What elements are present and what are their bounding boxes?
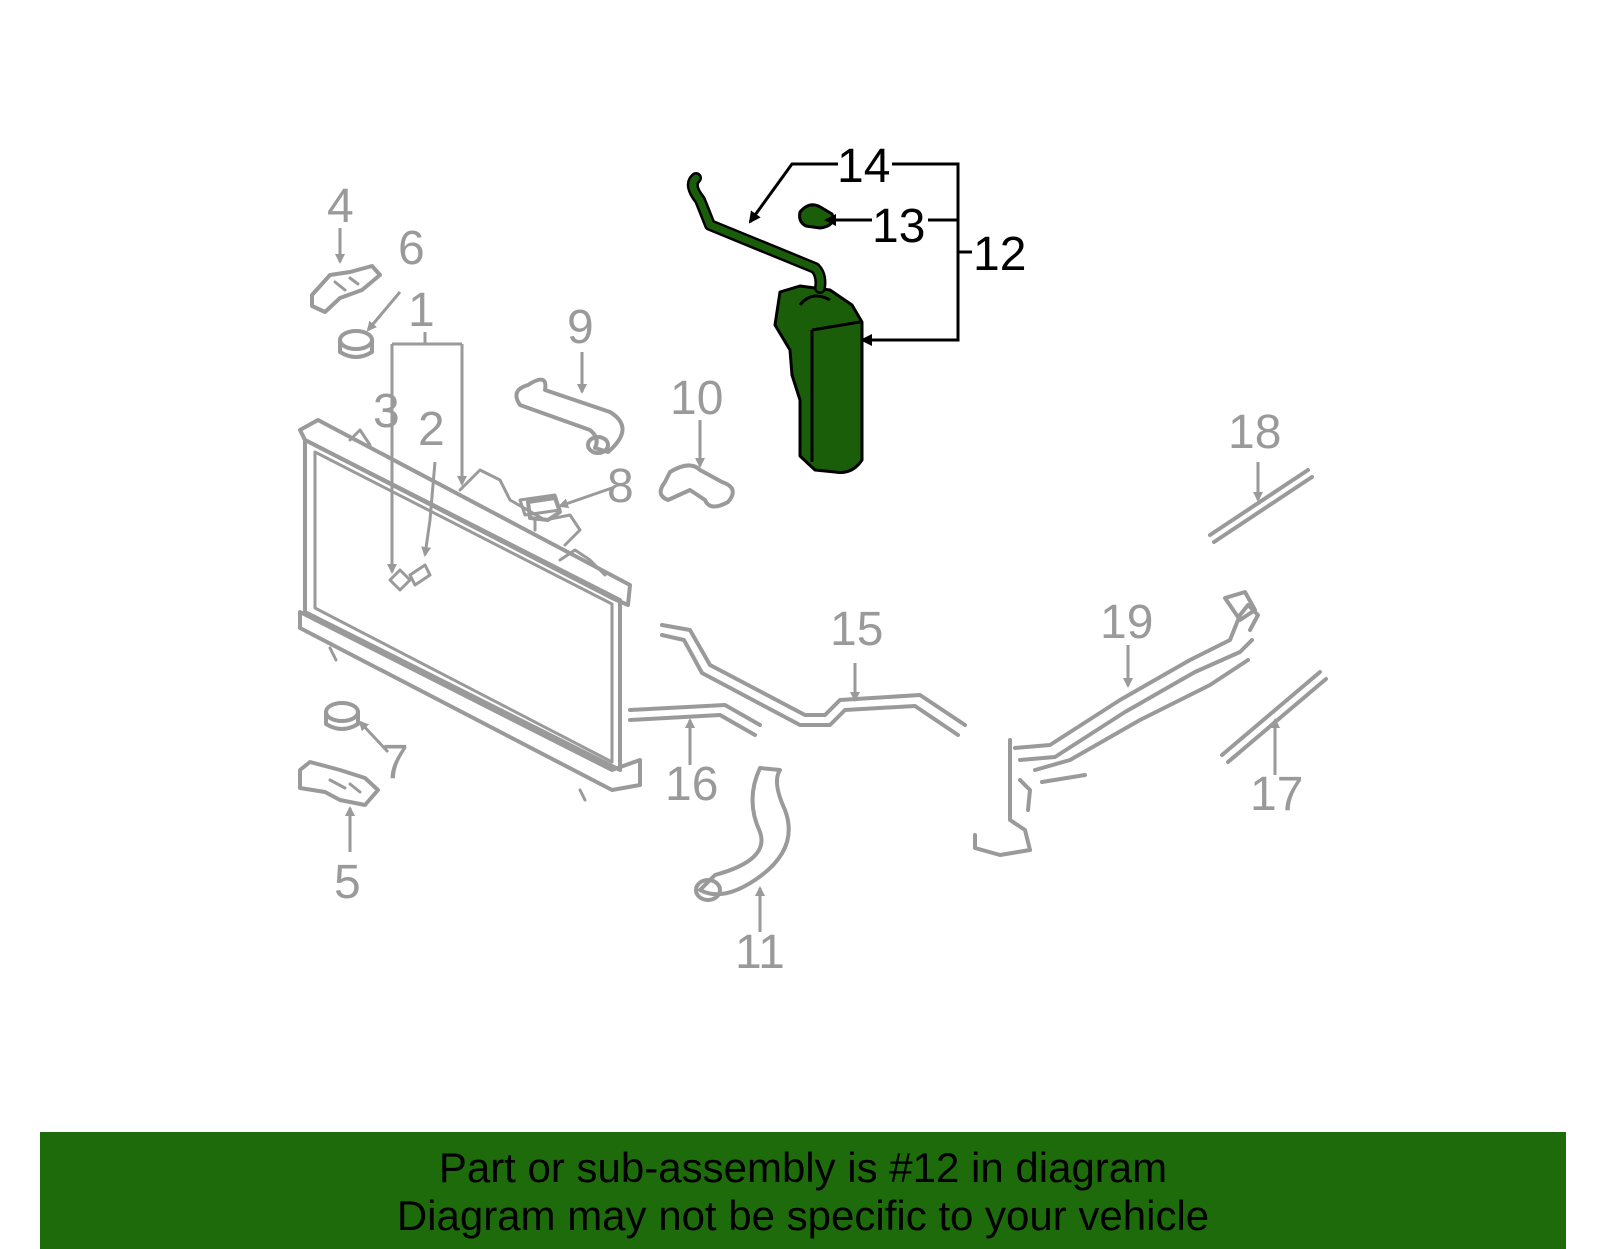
part-4-bracket: [310, 264, 382, 314]
callout-19: 19: [1100, 596, 1153, 649]
callout-17: 17: [1250, 768, 1303, 821]
part-18-tube: [1208, 468, 1314, 544]
callout-7: 7: [382, 736, 409, 789]
part-9-hose: [514, 377, 625, 455]
banner-line-1: Part or sub-assembly is #12 in diagram: [438, 1144, 1168, 1191]
part-15-pipe: [660, 623, 967, 737]
callout-11: 11: [735, 926, 785, 979]
callout-16: 16: [665, 758, 718, 811]
part-10-hose: [658, 463, 735, 509]
callout-13: 13: [872, 200, 925, 253]
callout-15: 15: [830, 603, 883, 656]
part-16-pipe: [628, 703, 762, 737]
callout-14: 14: [837, 140, 890, 193]
info-banner: Part or sub-assembly is #12 in diagram D…: [40, 1132, 1566, 1249]
part-8-cap: [526, 496, 562, 532]
part-11-hose: [694, 766, 791, 902]
callout-3: 3: [373, 385, 400, 438]
callout-6: 6: [398, 222, 425, 275]
part-7-bushing: [324, 701, 360, 731]
part-5-bracket: [298, 760, 380, 807]
part-12-reservoir-tank: [773, 284, 864, 474]
callout-12: 12: [973, 228, 1026, 281]
banner-line-2: Diagram may not be specific to your vehi…: [396, 1192, 1210, 1239]
callout-labels: 4 6 1 3 2 9 8 10 15 16 11 19 18 17 7 5 1…: [327, 140, 1303, 979]
black-leaders: [748, 162, 972, 346]
callout-4: 4: [327, 180, 354, 233]
part-6-bushing: [338, 329, 374, 359]
part-13-cap: [798, 203, 835, 230]
callout-10: 10: [670, 372, 723, 425]
callout-8: 8: [607, 460, 634, 513]
callout-9: 9: [567, 301, 594, 354]
part-14-hose: [686, 172, 827, 294]
callout-18: 18: [1228, 406, 1281, 459]
callout-2: 2: [418, 403, 445, 456]
callout-5: 5: [334, 856, 361, 909]
callout-1: 1: [408, 284, 435, 337]
radiator: [298, 418, 642, 802]
part-19-pipes: [973, 590, 1260, 857]
gray-leaders: [335, 228, 1280, 932]
